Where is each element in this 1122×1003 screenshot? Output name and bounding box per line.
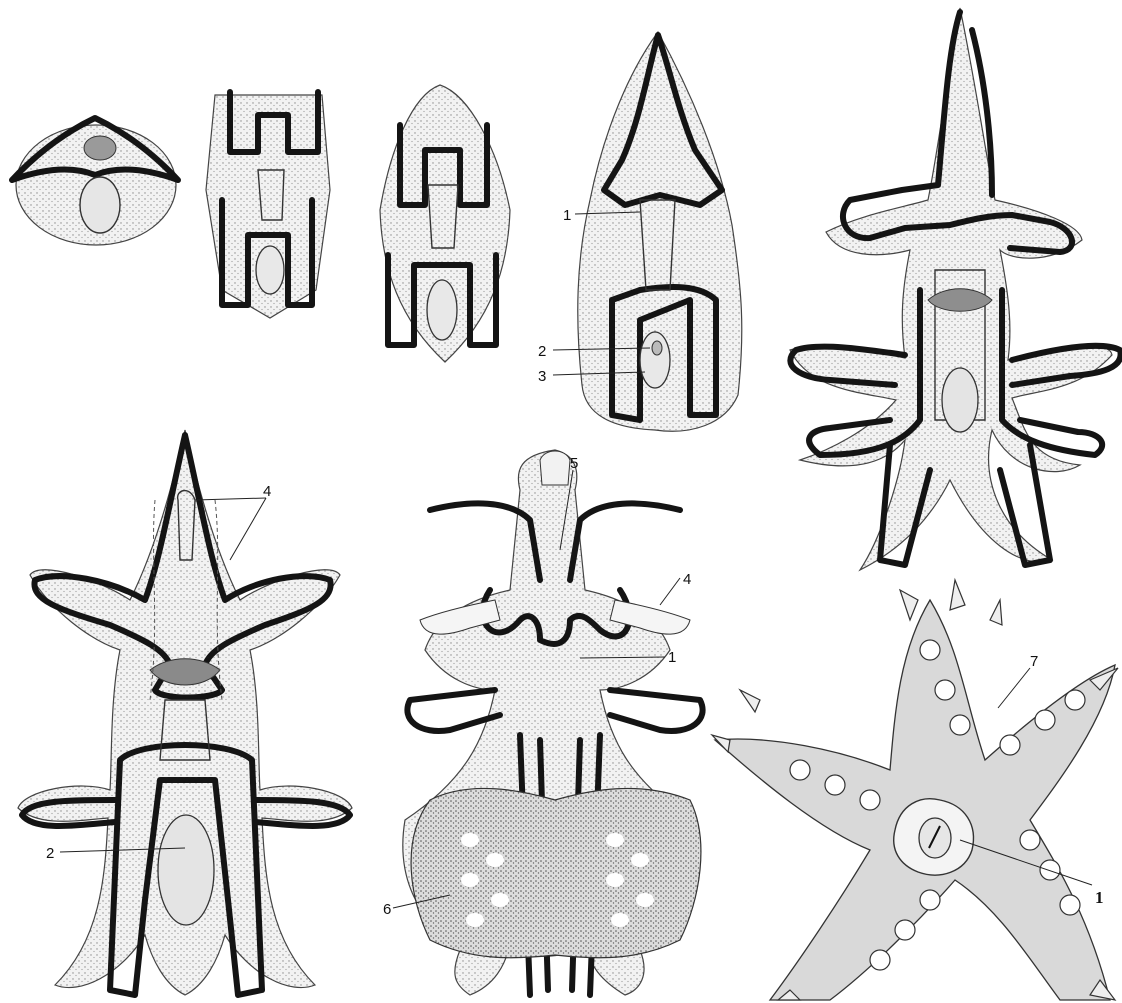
label-2-stage-6: 2 (46, 845, 54, 862)
larva-stage-2 (206, 92, 330, 318)
label-7-sea-star: 7 (1030, 653, 1038, 670)
larva-stage-7: 5 4 1 6 (383, 450, 703, 995)
larva-stage-3 (380, 85, 510, 362)
stage-5-stomach (942, 368, 978, 432)
label-1-sea-star: 1 (1095, 888, 1104, 907)
label-3-stage-4: 3 (538, 368, 546, 385)
larva-stage-1 (12, 118, 178, 245)
label-5-stage-7: 5 (570, 455, 578, 472)
larva-stage-5 (790, 8, 1121, 570)
stage-2-stomach (256, 246, 284, 294)
larva-stage-6: 4 2 (18, 430, 352, 995)
young-sea-star: 7 1 (712, 580, 1118, 1000)
label-2-stage-4: 2 (538, 343, 546, 360)
stage-6-stomach (158, 815, 214, 925)
stage-4-stomach (640, 332, 670, 388)
stage-4-hydrocoel (652, 341, 662, 355)
stage-7-brachiolar-crown (540, 451, 570, 485)
stage-3-stomach (427, 280, 457, 340)
stage-7-forming-star (411, 788, 701, 957)
stage-1-stomach (80, 177, 120, 233)
label-1-stage-4: 1 (563, 207, 571, 224)
label-1-stage-7: 1 (668, 649, 676, 666)
stage-1-oral-opening (84, 136, 116, 160)
label-6-stage-7: 6 (383, 901, 391, 918)
larva-stage-4: 1 2 3 (538, 32, 742, 431)
label-4-stage-7: 4 (683, 571, 691, 588)
label-4-stage-6: 4 (263, 483, 271, 500)
